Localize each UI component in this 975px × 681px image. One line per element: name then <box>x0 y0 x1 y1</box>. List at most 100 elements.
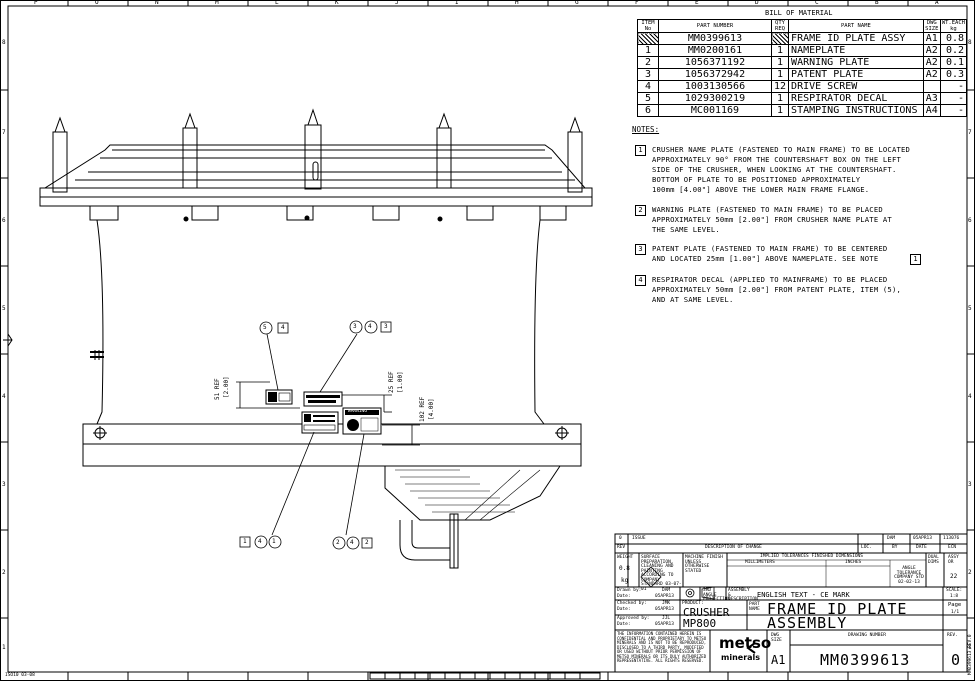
bom-cell-part-number: 1056371192 <box>658 56 772 69</box>
assembly-desc-label: ASSEMBLY & DESCRIPTION <box>728 588 758 602</box>
note-number-box: 4 <box>635 275 646 286</box>
zone-col-g: G <box>575 0 579 6</box>
projection-label: 3RD ANGLE PROJECTION <box>703 588 731 602</box>
zone-row-8-right: 8 <box>968 39 972 46</box>
bom-cell-part-number: 1056372942 <box>658 68 772 81</box>
bom-header-part-name: PART NAME <box>788 19 924 33</box>
respirator-decal-graphic <box>268 392 277 402</box>
side-stamp: MM0399613 REV.0 <box>968 634 973 675</box>
zone-row-2: 2 <box>2 569 6 576</box>
zone-col-n: N <box>155 0 159 6</box>
patent-plate <box>303 391 343 407</box>
bom-cell-qty <box>770 32 790 45</box>
bom-cell-qty: 1 <box>770 56 790 69</box>
main-frame-view <box>39 108 593 569</box>
bom-cell-qty: 12 <box>770 80 790 93</box>
bom-cell-qty: 1 <box>770 104 790 117</box>
dwg-size-value: A1 <box>771 653 786 667</box>
zone-col-l: L <box>275 0 279 6</box>
bom-cell-item <box>637 32 659 45</box>
callout-note-box-1: 1 <box>243 538 247 545</box>
dimension-lines <box>236 381 420 446</box>
note-3-reference-box: 1 <box>910 254 921 265</box>
warning-plate-text-area <box>360 417 379 432</box>
callout-balloons <box>254 320 378 550</box>
bom-cell-size: A2 <box>922 68 941 81</box>
bom-cell-size: A2 <box>922 56 941 69</box>
note-text: PATENT PLATE (FASTENED TO MAIN FRAME) TO… <box>652 244 888 263</box>
bom-row: 2 1056371192 1 WARNING PLATE A2 0.1 <box>637 56 968 69</box>
rev-row-by: DAM <box>887 536 896 541</box>
zone-row-3-right: 3 <box>968 481 972 488</box>
bom-row: 4 1003130566 12 DRIVE SCREW - <box>637 80 968 93</box>
sheet-format-code: ISO10 03-08 <box>5 673 35 678</box>
tolerance-table <box>727 559 926 587</box>
tolerance-in: INCHES <box>845 560 862 565</box>
dual-dims: DUAL DIMS <box>928 555 939 565</box>
page-label: Page <box>948 602 962 608</box>
patent-plate-lines <box>306 395 340 398</box>
bom-cell-part-name: DRIVE SCREW <box>788 80 924 93</box>
notes-heading: NOTES: <box>632 125 660 134</box>
dimension-25-ref: 25 REF <box>388 371 395 393</box>
product-name-2: MP800 <box>683 617 717 630</box>
bom-cell-qty: 1 <box>770 44 790 57</box>
bom-row: MM0399613 FRAME ID PLATE ASSY A1 0.8 <box>637 32 968 45</box>
scale-label: SCALE: <box>946 588 963 593</box>
zone-row-2-right: 2 <box>968 569 972 576</box>
bom-cell-qty: 1 <box>770 92 790 105</box>
leader-lines <box>266 333 365 536</box>
zone-col-e: E <box>695 0 699 6</box>
zone-row-8: 8 <box>2 39 6 46</box>
zone-col-m: M <box>215 0 219 6</box>
tolerance-title: IMPLIED TOLERANCES FINISHED DIMENSIONS <box>760 554 863 559</box>
zone-row-4-right: 4 <box>968 393 972 400</box>
bom-header-row: ITEM No PART NUMBER QTY REQ PART NAME DW… <box>637 19 968 33</box>
bom-title: BILL OF MATERIAL <box>765 9 833 17</box>
callout-note-box-3: 3 <box>384 323 388 330</box>
dimension-102-ref: 102 REF <box>419 396 426 422</box>
zone-row-4: 4 <box>2 393 6 400</box>
approved-date: 05APR13 <box>655 622 674 627</box>
note-text: RESPIRATOR DECAL (APPLIED TO MAINFRAME) … <box>652 275 901 304</box>
zone-row-7: 7 <box>2 129 6 136</box>
zone-col-j: J <box>395 0 399 6</box>
note-number-box: 1 <box>635 145 646 156</box>
bom-cell-part-number: MM0200161 <box>658 44 772 57</box>
rev-row-rev: 0 <box>619 536 622 541</box>
drawing-number: MM0399613 <box>820 651 911 669</box>
bom-cell-size <box>922 80 941 93</box>
bom-cell-weight: 0.2 <box>939 44 968 57</box>
approved-by: JJL <box>662 616 671 621</box>
callout-balloon-2: 2 <box>336 539 340 546</box>
drawn-date-label: Date: <box>617 594 631 599</box>
surface-prep-diamond-icon <box>640 566 662 588</box>
zone-row-7-right: 7 <box>968 129 972 136</box>
dimension-102-inch: [4.00] <box>428 398 435 420</box>
callout-balloon-4b: 4 <box>258 538 262 545</box>
checked-date: 05APR13 <box>655 607 674 612</box>
approved-by-label: Approved by: <box>617 616 650 621</box>
bom-row: 5 1029300219 1 RESPIRATOR DECAL A3 - <box>637 92 968 105</box>
callout-balloon-3: 3 <box>353 323 357 330</box>
bom-cell-item: 4 <box>637 80 659 93</box>
part-name-2: ASSEMBLY <box>767 614 848 632</box>
callout-balloon-1: 1 <box>272 538 276 545</box>
nameplate-line-2 <box>313 420 335 422</box>
zone-col-f: F <box>635 0 639 6</box>
bom-cell-part-name: FRAME ID PLATE ASSY <box>788 32 924 45</box>
title-block-frame <box>614 533 968 673</box>
bom-cell-part-number: 1029300219 <box>658 92 772 105</box>
part-name-label: PART NAME <box>749 602 760 612</box>
note-number-box: 2 <box>635 205 646 216</box>
zone-row-6-right: 6 <box>968 217 972 224</box>
bom-cell-item: 2 <box>637 56 659 69</box>
zone-col-d: D <box>755 0 759 6</box>
third-angle-projection-icon <box>685 586 715 600</box>
tolerance-mm: MILLIMETERS <box>745 560 775 565</box>
zone-row-6: 6 <box>2 217 6 224</box>
callout-note-boxes <box>239 321 392 549</box>
bom-row: 6 MC001169 1 STAMPING INSTRUCTIONS A4 - <box>637 104 968 117</box>
bom-cell-weight: 0.8 <box>939 32 968 45</box>
rev-label: REV. <box>947 633 958 638</box>
